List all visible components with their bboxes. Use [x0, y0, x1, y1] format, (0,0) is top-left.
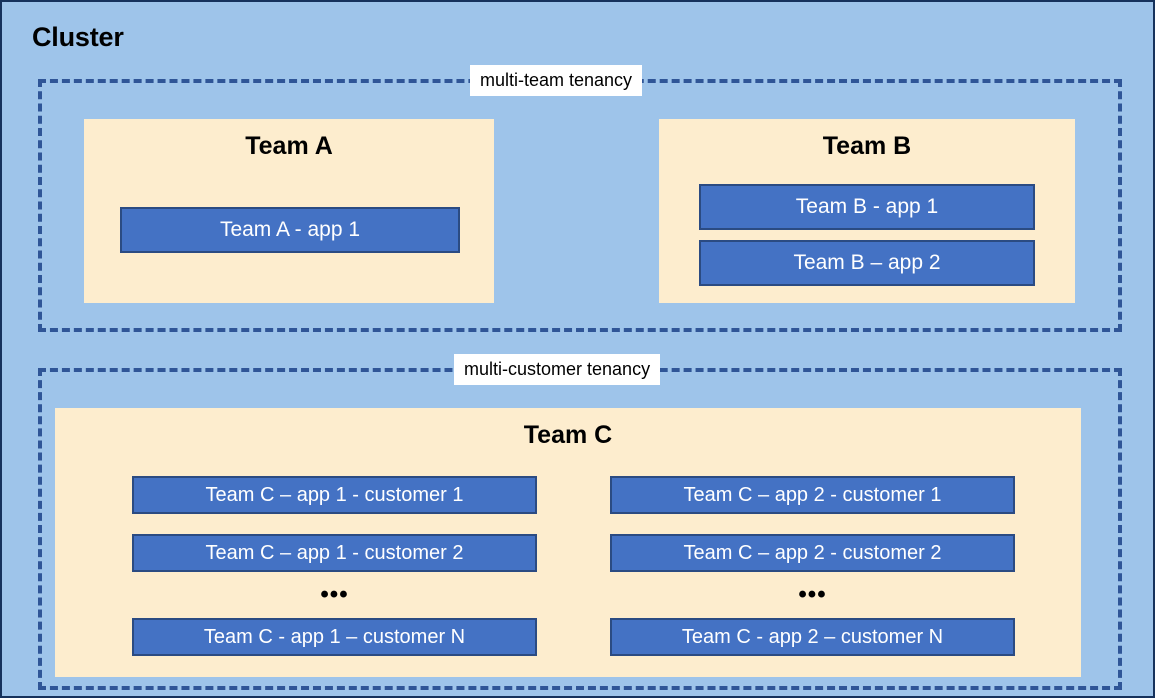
- app-box-team-c-app-2-customer-1[interactable]: Team C – app 2 - customer 1: [610, 476, 1015, 514]
- multi-customer-tenancy-label: multi-customer tenancy: [454, 354, 661, 385]
- ellipsis-app-2-column: •••: [798, 581, 827, 608]
- team-b-title: Team B: [822, 132, 912, 160]
- app-box-team-b-app-2[interactable]: Team B – app 2: [699, 240, 1035, 286]
- app-box-team-c-app-1-customer-2[interactable]: Team C – app 1 - customer 2: [132, 534, 537, 572]
- app-box-team-b-app-1[interactable]: Team B - app 1: [699, 184, 1035, 230]
- ellipsis-app-1-column: •••: [320, 581, 349, 608]
- team-c-title: Team C: [523, 421, 613, 449]
- app-box-team-c-app-2-customer-2[interactable]: Team C – app 2 - customer 2: [610, 534, 1015, 572]
- app-box-team-c-app-1-customer-1[interactable]: Team C – app 1 - customer 1: [132, 476, 537, 514]
- app-box-team-a-app-1[interactable]: Team A - app 1: [120, 207, 460, 253]
- team-c-box: Team C Team C – app 1 - customer 1 Team …: [55, 408, 1081, 677]
- team-a-box: Team A Team A - app 1: [84, 119, 494, 303]
- app-box-team-c-app-1-customer-n[interactable]: Team C - app 1 – customer N: [132, 618, 537, 656]
- team-b-box: Team B Team B - app 1 Team B – app 2: [659, 119, 1075, 303]
- team-a-title: Team A: [245, 132, 333, 160]
- app-box-team-c-app-2-customer-n[interactable]: Team C - app 2 – customer N: [610, 618, 1015, 656]
- multi-team-tenancy-label: multi-team tenancy: [470, 65, 643, 96]
- page-title: Cluster: [32, 22, 124, 52]
